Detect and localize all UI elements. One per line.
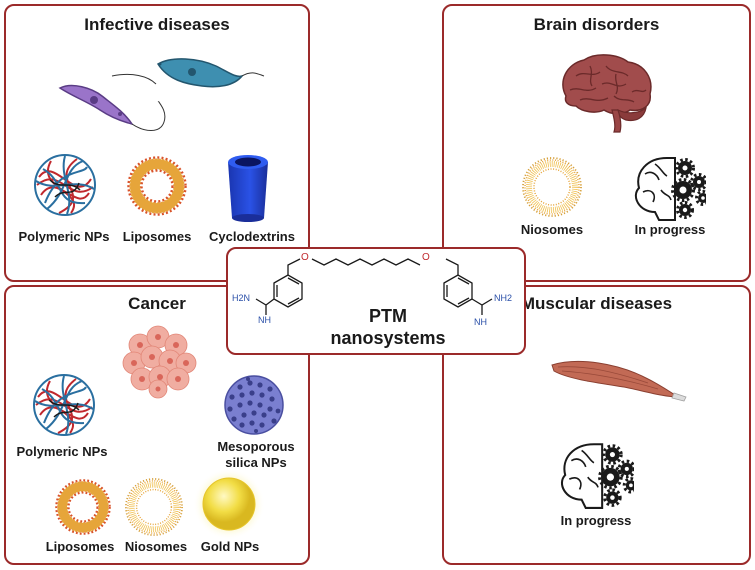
nh2-right-label: NH2 [494,293,513,303]
h2n-left-label: H2N [232,293,251,303]
item-label-in-progress: In progress [634,222,706,237]
panel-title: Cancer [128,294,186,313]
item-label-gold-nps: Gold NPs [200,539,260,554]
panel-title: Infective diseases [84,15,230,34]
panel-title: Muscular diseases [520,294,673,313]
parasite-icon [58,58,265,131]
item-label-liposomes: Liposomes [45,539,115,554]
item-label-cyclodextrins: Cyclodextrins [209,229,295,244]
item-label-in-progress: In progress [560,513,632,528]
ptm-nanosystems-box: H2N NH O O NH2 NH PTM nanosystems [226,247,526,355]
item-label-niosomes: Niosomes [124,539,188,554]
panel-title: Brain disorders [533,15,660,34]
niosome-icon [521,156,583,218]
nh-left-label: NH [258,315,271,325]
o-right-label: O [422,252,430,263]
center-title-line1: PTM [369,306,407,326]
center-title-line2: nanosystems [330,328,446,348]
item-label-polymeric-nps: Polymeric NPs [18,229,110,244]
polymeric-np-icon [34,154,96,216]
item-label-polymeric-nps: Polymeric NPs [16,444,108,459]
panel-cancer: Cancer Polymeric NPs Mesoporous silica N… [4,285,310,565]
niosome-icon [124,477,184,537]
pentamidine-structure-icon [255,258,493,315]
item-label-niosomes: Niosomes [520,222,584,237]
gear-head-icon [634,156,706,222]
polymeric-np-icon [33,374,95,436]
tumor-cells-icon [122,325,197,399]
panel-infective-diseases: Infective diseases Polymeric NPs Liposom… [4,4,310,282]
gold-np-icon [193,468,265,540]
item-label-liposomes: Liposomes [122,229,192,244]
liposome-icon [126,155,188,217]
item-label-mesoporous-silica-nps: Mesoporous silica NPs [217,439,295,470]
liposome-icon [54,478,112,536]
gear-head-icon [560,442,634,510]
cyclodextrin-icon [228,155,268,222]
o-left-label: O [301,252,309,263]
mesoporous-silica-icon [224,375,284,435]
muscle-icon [551,360,687,402]
brain-icon [562,54,652,133]
nh-right-label: NH [474,317,487,327]
panel-brain-disorders: Brain disorders Niosomes In progress [442,4,751,282]
